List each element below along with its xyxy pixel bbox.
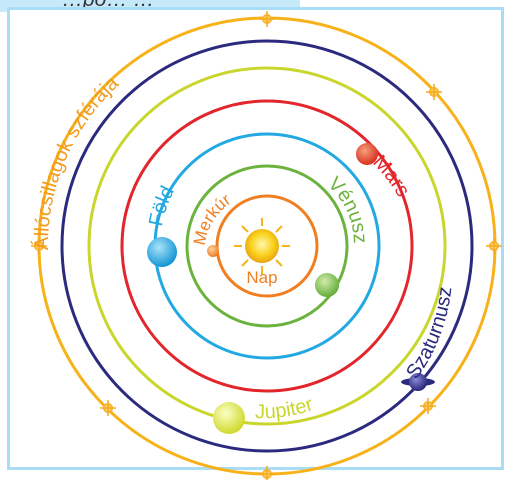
star-icon bbox=[420, 398, 436, 414]
star-icon bbox=[259, 11, 275, 27]
jupiter-orbit bbox=[87, 66, 447, 426]
label-sun: Nap bbox=[246, 268, 277, 287]
earth-icon bbox=[147, 237, 177, 267]
mars-orbit bbox=[120, 99, 414, 393]
star-icon bbox=[100, 400, 116, 416]
label-mercury: Merkúr bbox=[190, 190, 234, 247]
jupiter-icon bbox=[213, 402, 245, 434]
saturn-orbit bbox=[60, 39, 474, 453]
saturn-icon bbox=[401, 373, 435, 391]
caption: …po… … bbox=[62, 0, 154, 12]
label-saturn: Szaturnusz bbox=[402, 286, 456, 383]
mars-icon bbox=[356, 143, 378, 165]
star-icon bbox=[486, 238, 502, 254]
sun-icon bbox=[234, 218, 290, 274]
mercury-icon bbox=[207, 245, 219, 257]
label-earth: Föld bbox=[145, 183, 179, 228]
fixed-stars bbox=[31, 11, 502, 480]
venus-orbit bbox=[185, 164, 349, 328]
star-icon bbox=[259, 466, 275, 480]
venus-icon bbox=[315, 273, 339, 297]
star-icon bbox=[426, 84, 442, 100]
star-icon bbox=[31, 238, 47, 254]
mercury-orbit bbox=[215, 194, 319, 298]
